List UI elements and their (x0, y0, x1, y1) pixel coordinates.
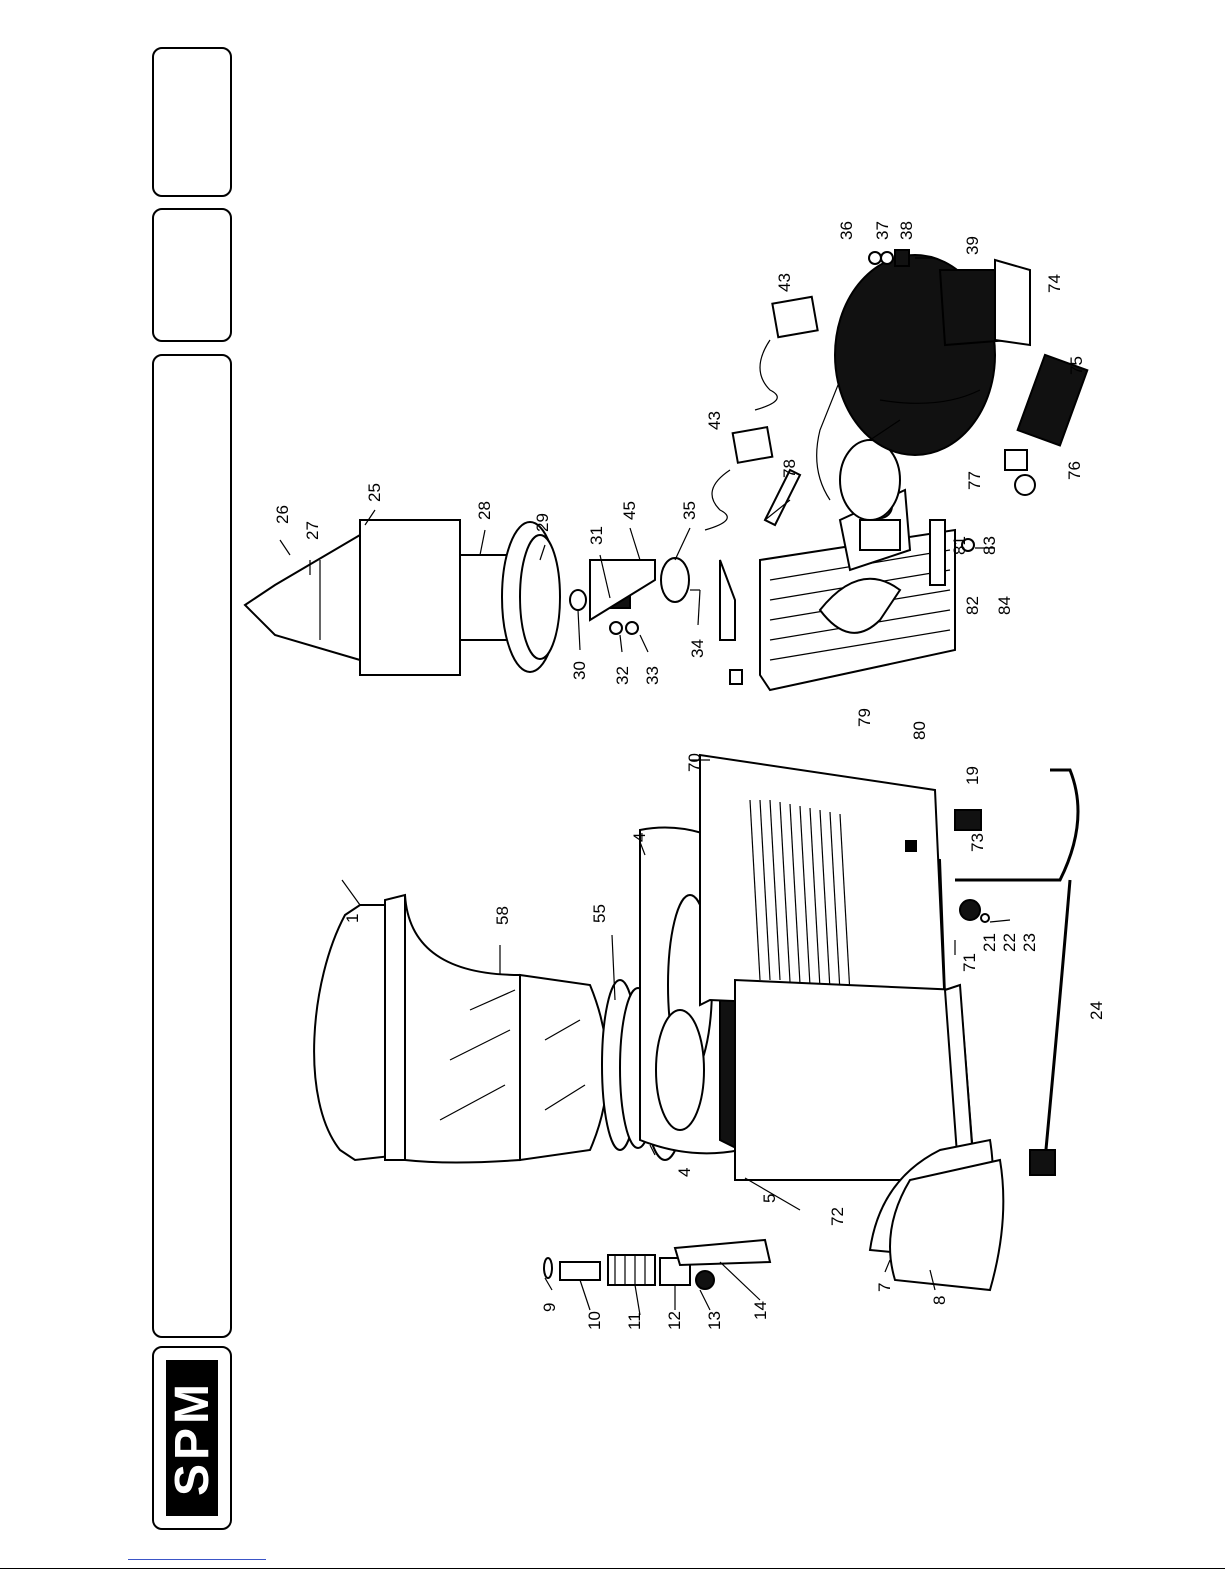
callout-26: 26 (273, 505, 292, 524)
callout-8: 8 (930, 1296, 949, 1305)
callout-79: 79 (855, 708, 874, 727)
footer-rule (0, 1568, 1225, 1569)
callout-78: 78 (780, 459, 799, 478)
callout-83: 83 (980, 536, 999, 555)
callout-35: 35 (680, 501, 699, 520)
callout-55: 55 (590, 904, 609, 923)
switch (955, 810, 981, 830)
callout-36: 36 (837, 221, 856, 240)
callout-4b: 4 (675, 1168, 694, 1177)
callout-58: 58 (493, 906, 512, 925)
callout-9: 9 (540, 1303, 559, 1312)
callout-25: 25 (365, 483, 384, 502)
bowl (405, 895, 608, 1163)
callout-11: 11 (625, 1312, 644, 1330)
callout-30: 30 (570, 661, 589, 680)
callout-5: 5 (760, 1194, 779, 1203)
callout-28: 28 (475, 501, 494, 520)
callout-38: 38 (897, 221, 916, 240)
callout-24: 24 (1087, 1001, 1106, 1020)
callout-32: 32 (613, 666, 632, 685)
callout-12: 12 (665, 1311, 684, 1330)
callout-23: 23 (1020, 933, 1039, 952)
auger-assembly (245, 520, 742, 684)
callout-73: 73 (968, 833, 987, 852)
compressor (835, 255, 1030, 455)
footer-link-underline (128, 1559, 266, 1560)
callout-13: 13 (705, 1311, 724, 1330)
callout-21: 21 (980, 933, 999, 952)
callout-43b: 43 (775, 273, 794, 292)
callout-43a: 43 (705, 411, 724, 430)
callout-76: 76 (1065, 461, 1084, 480)
thermostat-43-a (705, 427, 772, 530)
callout-82: 82 (963, 596, 982, 615)
callout-37: 37 (873, 221, 892, 240)
callout-81: 81 (950, 536, 969, 555)
callout-34: 34 (688, 639, 707, 658)
callout-84: 84 (995, 596, 1014, 615)
callout-10: 10 (585, 1311, 604, 1330)
callout-70: 70 (685, 753, 704, 772)
foot-parts (960, 900, 1010, 922)
bowl-lid (314, 895, 405, 1160)
callout-45: 45 (620, 501, 639, 520)
callout-80: 80 (910, 721, 929, 740)
callout-39: 39 (963, 236, 982, 255)
callout-33: 33 (643, 666, 662, 685)
callout-74: 74 (1045, 274, 1064, 293)
side-panel (700, 755, 945, 1010)
callout-75: 75 (1067, 356, 1086, 375)
callout-7: 7 (875, 1283, 894, 1292)
callout-14: 14 (751, 1301, 770, 1320)
callout-71: 71 (960, 953, 979, 972)
callout-4a: 4 (630, 833, 649, 842)
callout-19: 19 (963, 766, 982, 785)
callout-1: 1 (343, 914, 362, 923)
callout-31: 31 (587, 526, 606, 545)
thermostat-43-b (755, 297, 818, 410)
callout-72: 72 (828, 1207, 847, 1226)
callout-27: 27 (303, 521, 322, 540)
callout-77: 77 (965, 471, 984, 490)
callout-29: 29 (533, 513, 552, 532)
tap-parts (544, 1240, 770, 1289)
callout-22: 22 (1000, 933, 1019, 952)
